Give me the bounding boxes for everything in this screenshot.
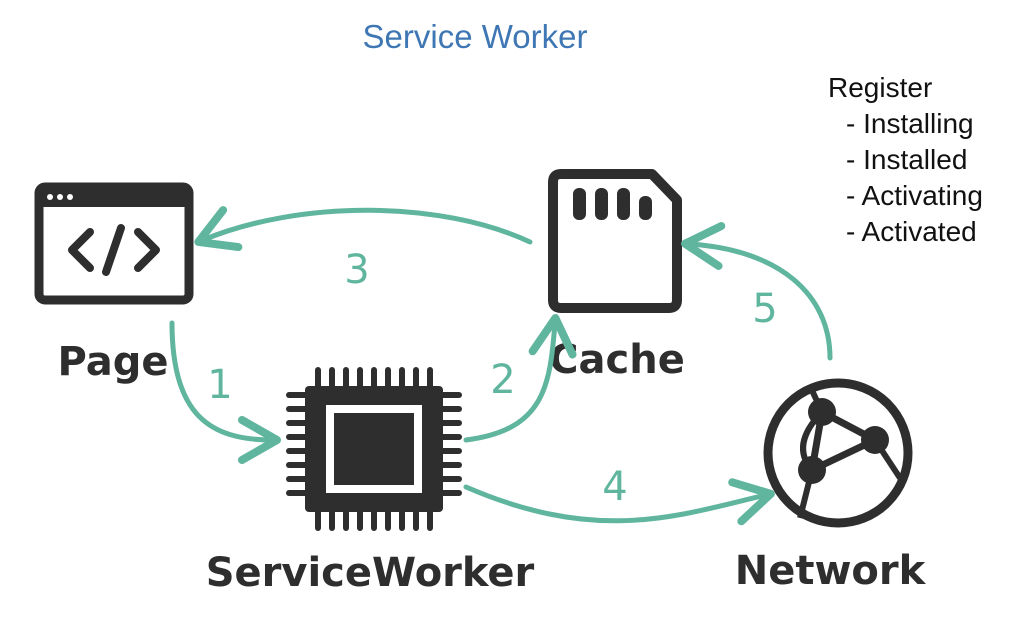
cache-label: Cache: [549, 337, 685, 383]
lifecycle-list: Register - Installing - Installed - Acti…: [828, 70, 983, 250]
arrow-sw-to-network: [463, 478, 775, 526]
diagram-title: Service Worker: [362, 18, 588, 55]
page-icon: [34, 182, 194, 305]
lifecycle-heading: Register: [828, 72, 933, 103]
step-number: 4: [602, 464, 627, 510]
page-label: Page: [58, 339, 169, 385]
arrow-sw-to-cache: [463, 314, 577, 443]
serviceworker-label: ServiceWorker: [206, 550, 535, 596]
arrow-cache-to-page: [194, 206, 533, 252]
chip-icon: [286, 367, 462, 531]
lifecycle-step: - Activating: [846, 180, 983, 211]
step-number: 3: [344, 247, 369, 293]
cache-icon: [548, 169, 682, 313]
lifecycle-step: - Installed: [846, 144, 968, 175]
step-number: 2: [490, 357, 515, 403]
network-label: Network: [735, 548, 927, 594]
arrow-page-to-sw: [169, 320, 281, 464]
arrow-network-to-cache: [681, 222, 833, 361]
lifecycle-step: - Activated: [846, 216, 977, 247]
network-icon: [763, 378, 913, 528]
step-number: 5: [752, 286, 777, 332]
step-number: 1: [207, 362, 232, 408]
lifecycle-step: - Installing: [846, 108, 974, 139]
